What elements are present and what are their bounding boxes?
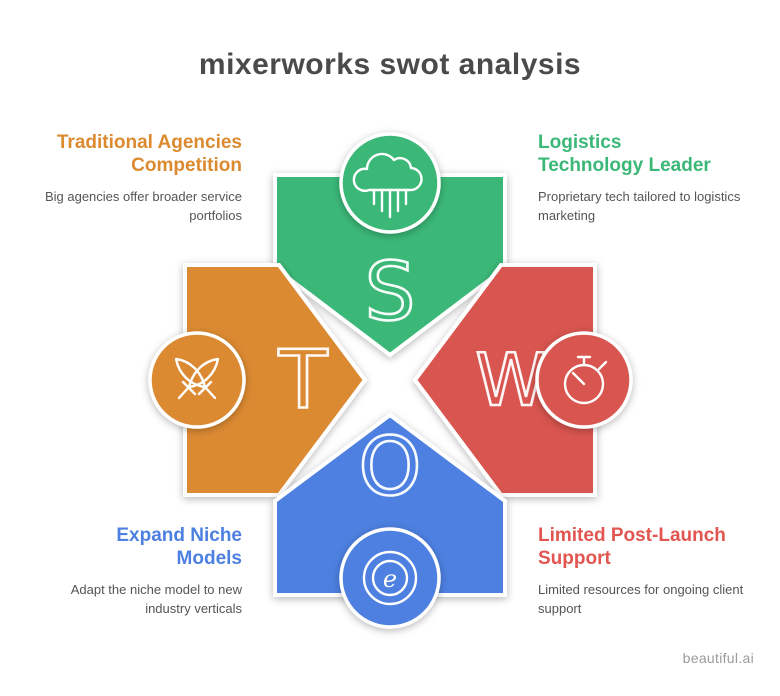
- weaknesses-description: Limited resources for ongoing client sup…: [538, 582, 744, 617]
- strengths-heading: Logistics Technology Leader: [538, 132, 711, 177]
- page-title: mixerworks swot analysis: [198, 48, 582, 81]
- strengths-letter: S: [365, 246, 416, 339]
- opportunities-letter: O: [359, 421, 422, 514]
- opportunities-block: Expand Niche Models Adapt the niche mode…: [36, 524, 242, 619]
- strengths-arrow: [273, 173, 507, 358]
- e-circle-icon: e: [362, 550, 418, 606]
- svg-text:e: e: [383, 565, 397, 593]
- opportunities-icon-circle: [339, 527, 441, 629]
- strengths-block: Logistics Technology Leader Proprietary …: [538, 131, 744, 226]
- opportunities-heading: Expand Niche Models: [116, 525, 242, 570]
- crossed-swords-icon: [174, 357, 220, 400]
- weaknesses-icon-circle: [535, 331, 633, 429]
- threats-arrow: [183, 263, 368, 497]
- watermark: beautiful.ai: [682, 650, 754, 666]
- stopwatch-icon: [563, 355, 608, 405]
- weaknesses-arrow: [412, 263, 597, 497]
- threats-heading: Traditional Agencies Competition: [56, 132, 242, 177]
- threats-block: Traditional Agencies Competition Big age…: [36, 131, 242, 226]
- cloud-data-icon: [352, 152, 423, 219]
- weaknesses-heading: Limited Post-Launch Support: [538, 525, 726, 570]
- strengths-icon-circle: [339, 132, 441, 234]
- threats-letter: T: [278, 334, 329, 427]
- weaknesses-block: Limited Post-Launch Support Limited reso…: [538, 524, 744, 619]
- strengths-description: Proprietary tech tailored to logistics m…: [538, 189, 741, 224]
- threats-icon-circle: [148, 331, 246, 429]
- opportunities-description: Adapt the niche model to new industry ve…: [70, 582, 242, 617]
- threats-description: Big agencies offer broader service portf…: [44, 189, 242, 224]
